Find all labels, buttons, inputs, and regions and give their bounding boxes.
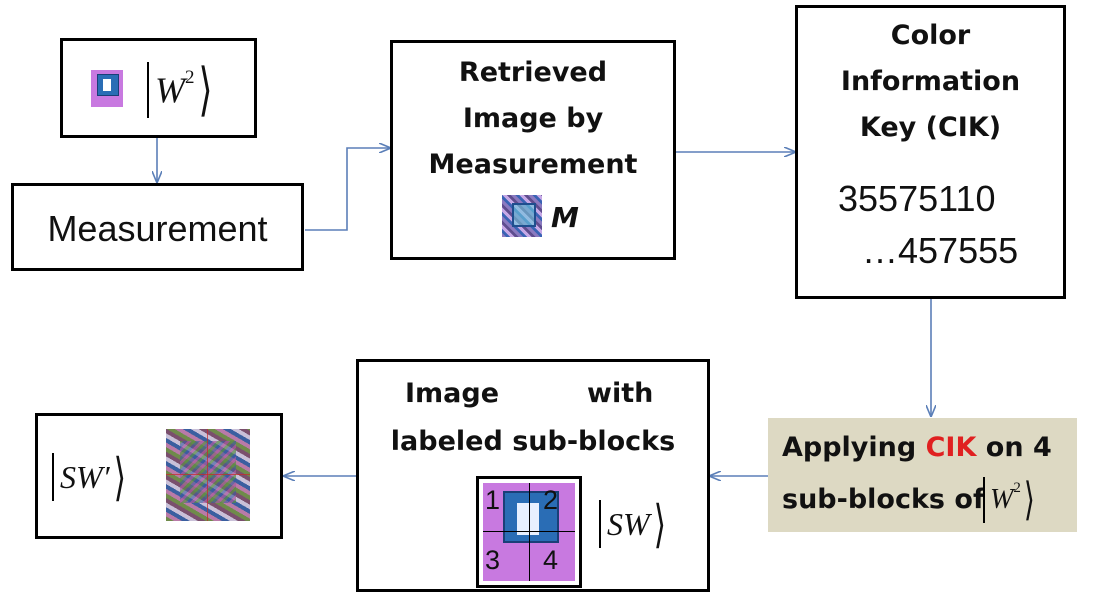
ket-sw: SW ⟩: [599, 495, 666, 553]
measurement-label: Measurement: [47, 208, 268, 249]
quad-label-4: 4: [543, 545, 559, 575]
cik-line-2: Information: [840, 66, 1021, 97]
quad-label-3: 3: [485, 545, 501, 575]
applying-line-2: sub-blocks of: [782, 484, 985, 515]
subblock-image: 1 2 3 4: [476, 476, 582, 588]
quad-label-1: 1: [485, 485, 501, 515]
logo-thumbnail: [91, 70, 123, 107]
labeled-title-word-2: with: [587, 378, 654, 409]
symbol-m: M: [551, 201, 579, 234]
box-retrieved-image: Retrieved Image by Measurement M: [390, 40, 676, 260]
box-cik: Color Information Key (CIK) 35575110 …45…: [795, 5, 1066, 299]
retrieved-line-1: Retrieved: [458, 57, 608, 88]
noisy-image-thumbnail: [502, 195, 542, 237]
arrow-measurement-to-retrieved: [305, 148, 390, 231]
cik-value-1: 35575110: [838, 178, 996, 219]
box-labeled-subblocks: Image with labeled sub-blocks 1 2 3 4 SW…: [356, 359, 710, 592]
labeled-title-word-1: Image: [405, 378, 500, 409]
subblock-image-fill: [483, 483, 575, 581]
box-measurement: Measurement: [11, 183, 304, 271]
retrieved-line-2: Image by: [462, 103, 604, 134]
cik-value-2: …457555: [862, 230, 1019, 271]
ket-w2: W 2 ⟩: [147, 58, 213, 122]
box-w2-state: W 2 ⟩: [60, 38, 257, 138]
applying-line-1: Applying CIK on 4: [782, 432, 1052, 463]
scrambled-image-thumbnail: [166, 429, 250, 521]
cik-line-1: Color: [890, 20, 971, 51]
cik-line-3: Key (CIK): [859, 112, 1002, 143]
labeled-title-line-2: labeled sub-blocks: [390, 426, 676, 457]
quad-label-2: 2: [543, 485, 559, 515]
ket-w2-applying: W 2 ⟩: [983, 474, 1035, 526]
retrieved-line-3: Measurement: [428, 149, 638, 180]
box-output: SW′ ⟩: [35, 413, 283, 539]
ket-sw-prime: SW′ ⟩: [52, 448, 126, 506]
box-applying-cik: Applying CIK on 4 sub-blocks of W 2 ⟩: [768, 418, 1077, 532]
